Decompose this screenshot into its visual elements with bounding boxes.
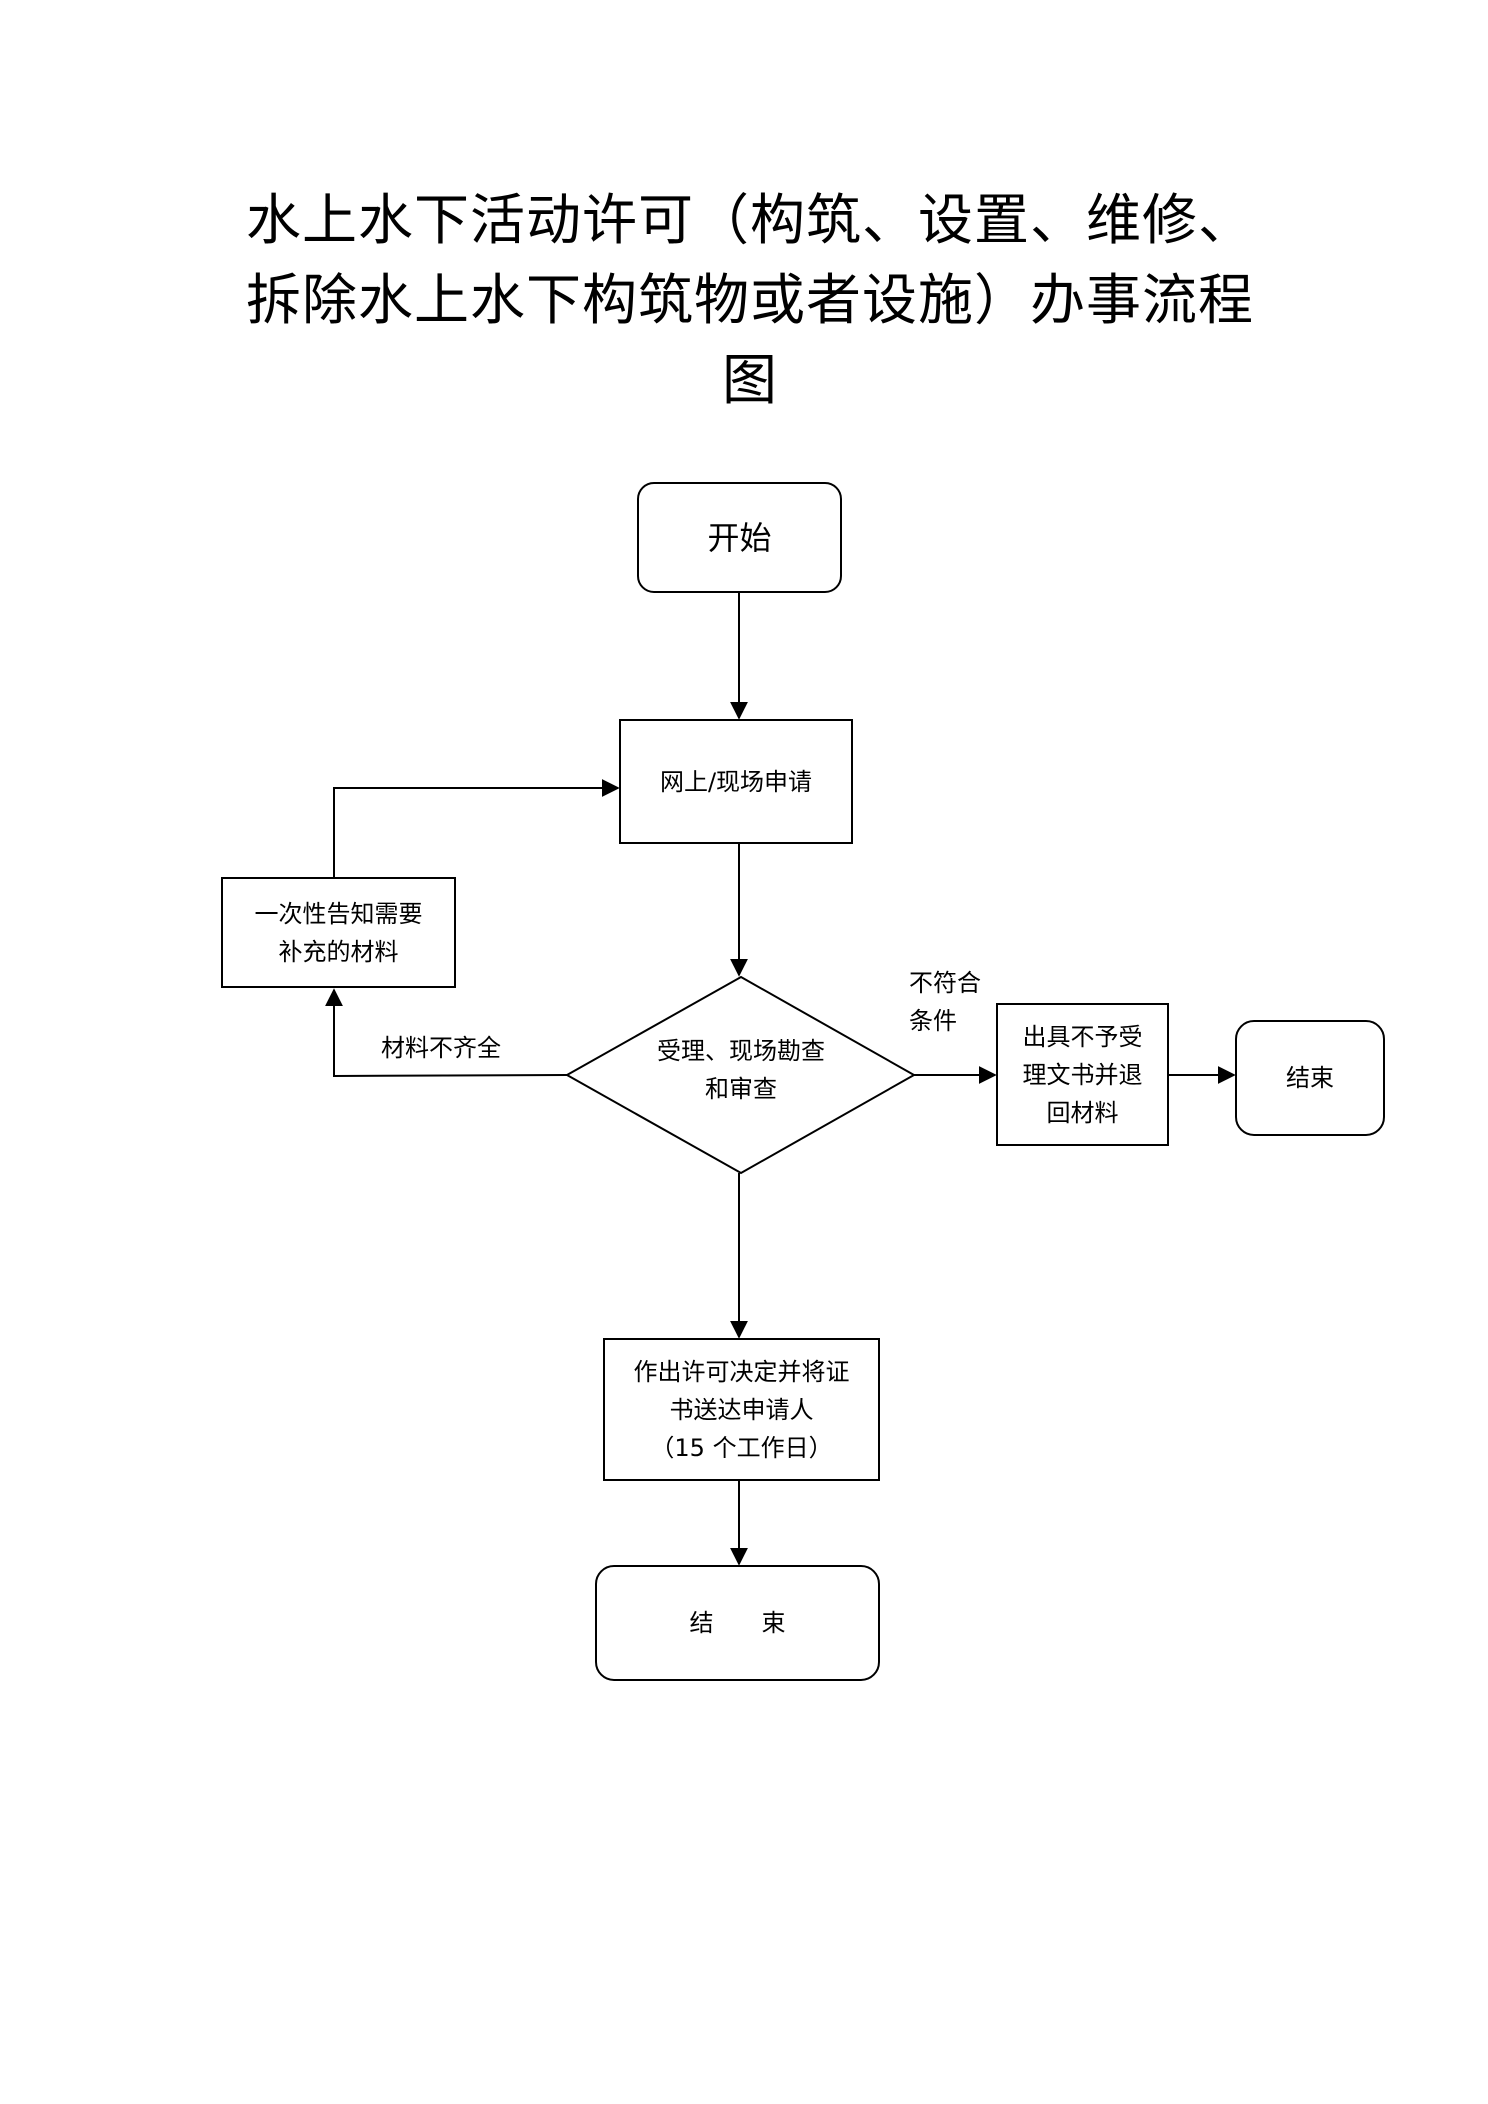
decide-node-line-1: 作出许可决定并将证 (633, 1357, 850, 1386)
end-reject-node: 结束 (1236, 1021, 1384, 1135)
review-decision-shape (564, 975, 917, 1175)
notify-node-shape (221, 877, 456, 988)
review-decision-line-1: 受理、现场勘查 (657, 1037, 825, 1065)
decide-node: 作出许可决定并将证 书送达申请人 （15 个工作日） (604, 1339, 879, 1480)
decide-node-line-2: 书送达申请人 (669, 1395, 814, 1424)
decide-node-line-3: （15 个工作日） (650, 1433, 833, 1462)
apply-node-label: 网上/现场申请 (659, 767, 813, 796)
edge-notify-to-apply (333, 779, 620, 878)
start-node: 开始 (638, 483, 841, 592)
review-decision: 受理、现场勘查 和审查 (600, 1030, 882, 1110)
notify-node-line-1: 一次性告知需要 (254, 899, 423, 928)
review-decision-line-2: 和审查 (705, 1075, 777, 1103)
reject-node-line-1: 出具不予受 (1022, 1022, 1143, 1051)
title-line-3: 图 (721, 348, 778, 412)
notify-node-line-2: 补充的材料 (278, 937, 399, 966)
edge-label-not-qualified-line-2: 条件 (909, 1007, 957, 1035)
reject-node-line-3: 回材料 (1046, 1098, 1119, 1127)
page-title: 水上水下活动许可（构筑、设置、维修、 拆除水上水下构筑物或者设施）办事流程 图 (200, 180, 1300, 420)
start-node-label: 开始 (707, 518, 772, 557)
title-line-2: 拆除水上水下构筑物或者设施）办事流程 (245, 268, 1254, 332)
reject-node: 出具不予受 理文书并退 回材料 (997, 1004, 1168, 1145)
end-main-node: 结 束 (596, 1566, 879, 1680)
title-line-1: 水上水下活动许可（构筑、设置、维修、 (245, 188, 1254, 252)
apply-node-shape (619, 719, 853, 844)
reject-node-shape (996, 1003, 1169, 1146)
reject-node-line-2: 理文书并退 (1022, 1060, 1143, 1089)
decide-node-shape (603, 1338, 880, 1481)
end-main-node-label: 结 束 (689, 1609, 786, 1637)
edge-label-not-qualified-line-1: 不符合 (909, 969, 981, 997)
end-main-node-shape (595, 1565, 880, 1681)
edge-review-to-notify (325, 988, 568, 1078)
notify-node: 一次性告知需要 补充的材料 (222, 878, 455, 987)
end-reject-node-shape (1235, 1020, 1385, 1136)
edge-label-incomplete-text: 材料不齐全 (381, 1034, 501, 1062)
end-reject-node-label: 结束 (1286, 1064, 1334, 1092)
apply-node: 网上/现场申请 (620, 720, 852, 843)
edge-label-not-qualified: 不符合 条件 (909, 964, 981, 1040)
edge-label-incomplete: 材料不齐全 (381, 1029, 501, 1067)
